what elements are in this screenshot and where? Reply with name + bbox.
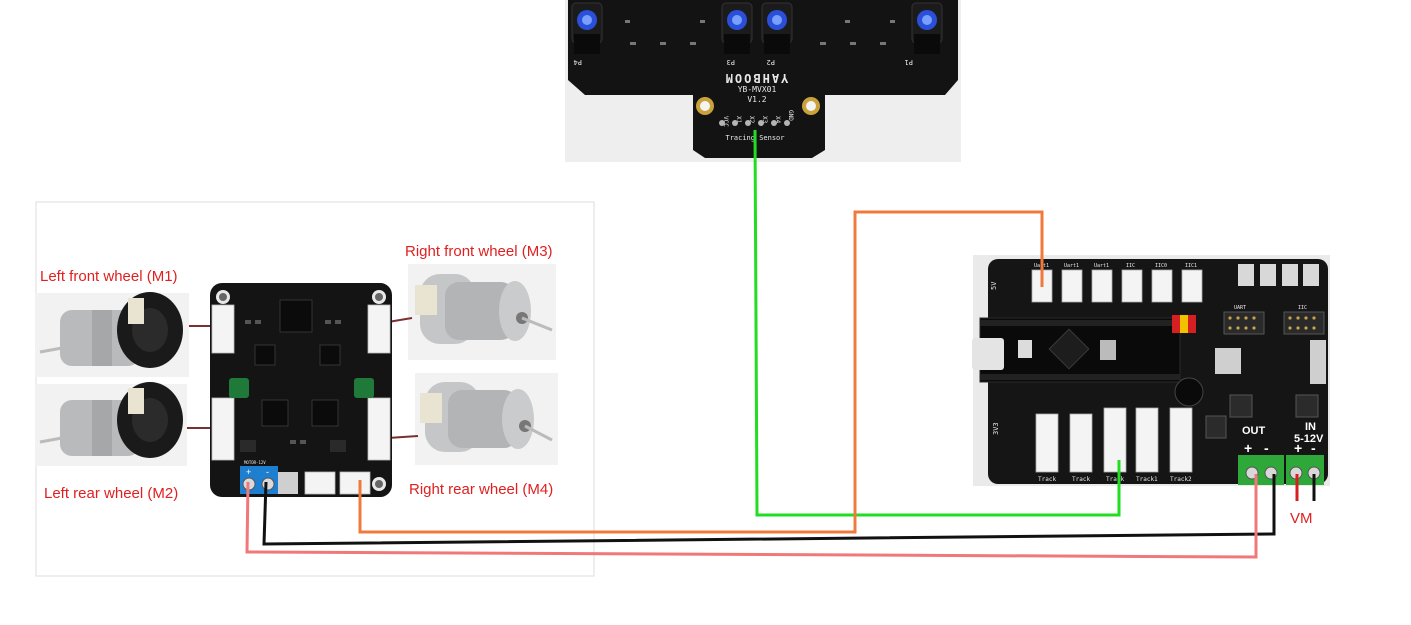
track-port-label: Track2: [1170, 476, 1192, 483]
probe-label-p4: P4: [574, 58, 582, 66]
track-port-label: Track: [1106, 476, 1124, 483]
out-label: OUT: [1242, 425, 1266, 437]
wires: [245, 129, 1316, 559]
controller-board: 5V 3V3 Uart1 Uart1 Uart1 IIC IIC0 IIC1 U…: [972, 255, 1330, 486]
sensor-probe-p3: [721, 2, 753, 54]
sensor-probe-p2: [761, 2, 793, 54]
wire-orange-driver-to-uart: [358, 210, 1044, 534]
top-port-label: IIC1: [1185, 263, 1197, 269]
label-vm: VM: [1290, 510, 1313, 527]
tracing-sensor: P4 P3 P2 P1 YAHBOOM YB-MVX01 V1.2 VCC X1…: [565, 0, 961, 162]
motor-right-rear: [415, 373, 558, 465]
top-port-label: Uart1: [1064, 263, 1079, 269]
probe-label-p1: P1: [905, 58, 913, 66]
in-minus-label: -: [1311, 440, 1316, 456]
sensor-version: V1.2: [747, 95, 766, 104]
controller-5v-label: 5V: [990, 281, 998, 290]
pin-label-x1: X1: [735, 116, 742, 124]
track-port-label: Track1: [1136, 476, 1158, 483]
driver-power-label: MOTOR-12V: [244, 460, 266, 465]
top-port-label: IIC0: [1155, 263, 1167, 269]
controller-3v3-label: 3V3: [992, 422, 1000, 435]
sensor-probe-p4: [571, 2, 603, 54]
motor-left-rear: [35, 382, 187, 466]
out-terminal: [1238, 455, 1284, 485]
uart-header-label: UART: [1234, 305, 1246, 311]
in-plus-label: +: [1294, 440, 1302, 456]
top-port-label: Uart1: [1094, 263, 1109, 269]
label-left-rear-wheel: Left rear wheel (M2): [44, 485, 178, 502]
sensor-probe-p1: [911, 2, 943, 54]
track-port-label: Track: [1072, 476, 1090, 483]
motor-right-front: [408, 264, 556, 360]
iic-header-label: IIC: [1298, 305, 1307, 311]
wire-green-sensor-to-track: [753, 129, 1121, 517]
pin-label-gnd: GND: [787, 110, 794, 121]
pin-label-x3: X3: [761, 116, 768, 124]
wire-pink-power: [245, 474, 1258, 559]
driver-plus-label: +: [246, 467, 251, 477]
sensor-brand: YAHBOOM: [724, 71, 789, 85]
probe-label-p2: P2: [767, 58, 775, 66]
wire-black-ground: [262, 474, 1276, 546]
pin-label-x2: X2: [748, 116, 755, 124]
in-label: IN: [1305, 421, 1316, 433]
track-port-label: Track: [1038, 476, 1056, 483]
out-plus-label: +: [1244, 440, 1252, 456]
pin-label-vcc: VCC: [722, 116, 729, 127]
out-minus-label: -: [1264, 440, 1269, 456]
label-left-front-wheel: Left front wheel (M1): [40, 268, 178, 285]
motor-left-front: [35, 292, 189, 377]
sensor-model: YB-MVX01: [738, 85, 777, 94]
driver-minus-label: -: [266, 467, 269, 477]
in-voltage-label: 5-12V: [1294, 433, 1324, 445]
probe-label-p3: P3: [727, 58, 735, 66]
motor-driver-board: MOTOR-12V + -: [210, 283, 392, 497]
label-right-front-wheel: Right front wheel (M3): [405, 243, 553, 260]
pin-label-x4: X4: [774, 116, 781, 124]
label-right-rear-wheel: Right rear wheel (M4): [409, 481, 553, 498]
motor-panel: MOTOR-12V + - Left front wheel (M1) Left…: [35, 201, 595, 577]
buzzer: [1174, 377, 1204, 407]
top-port-label: IIC: [1126, 263, 1135, 269]
